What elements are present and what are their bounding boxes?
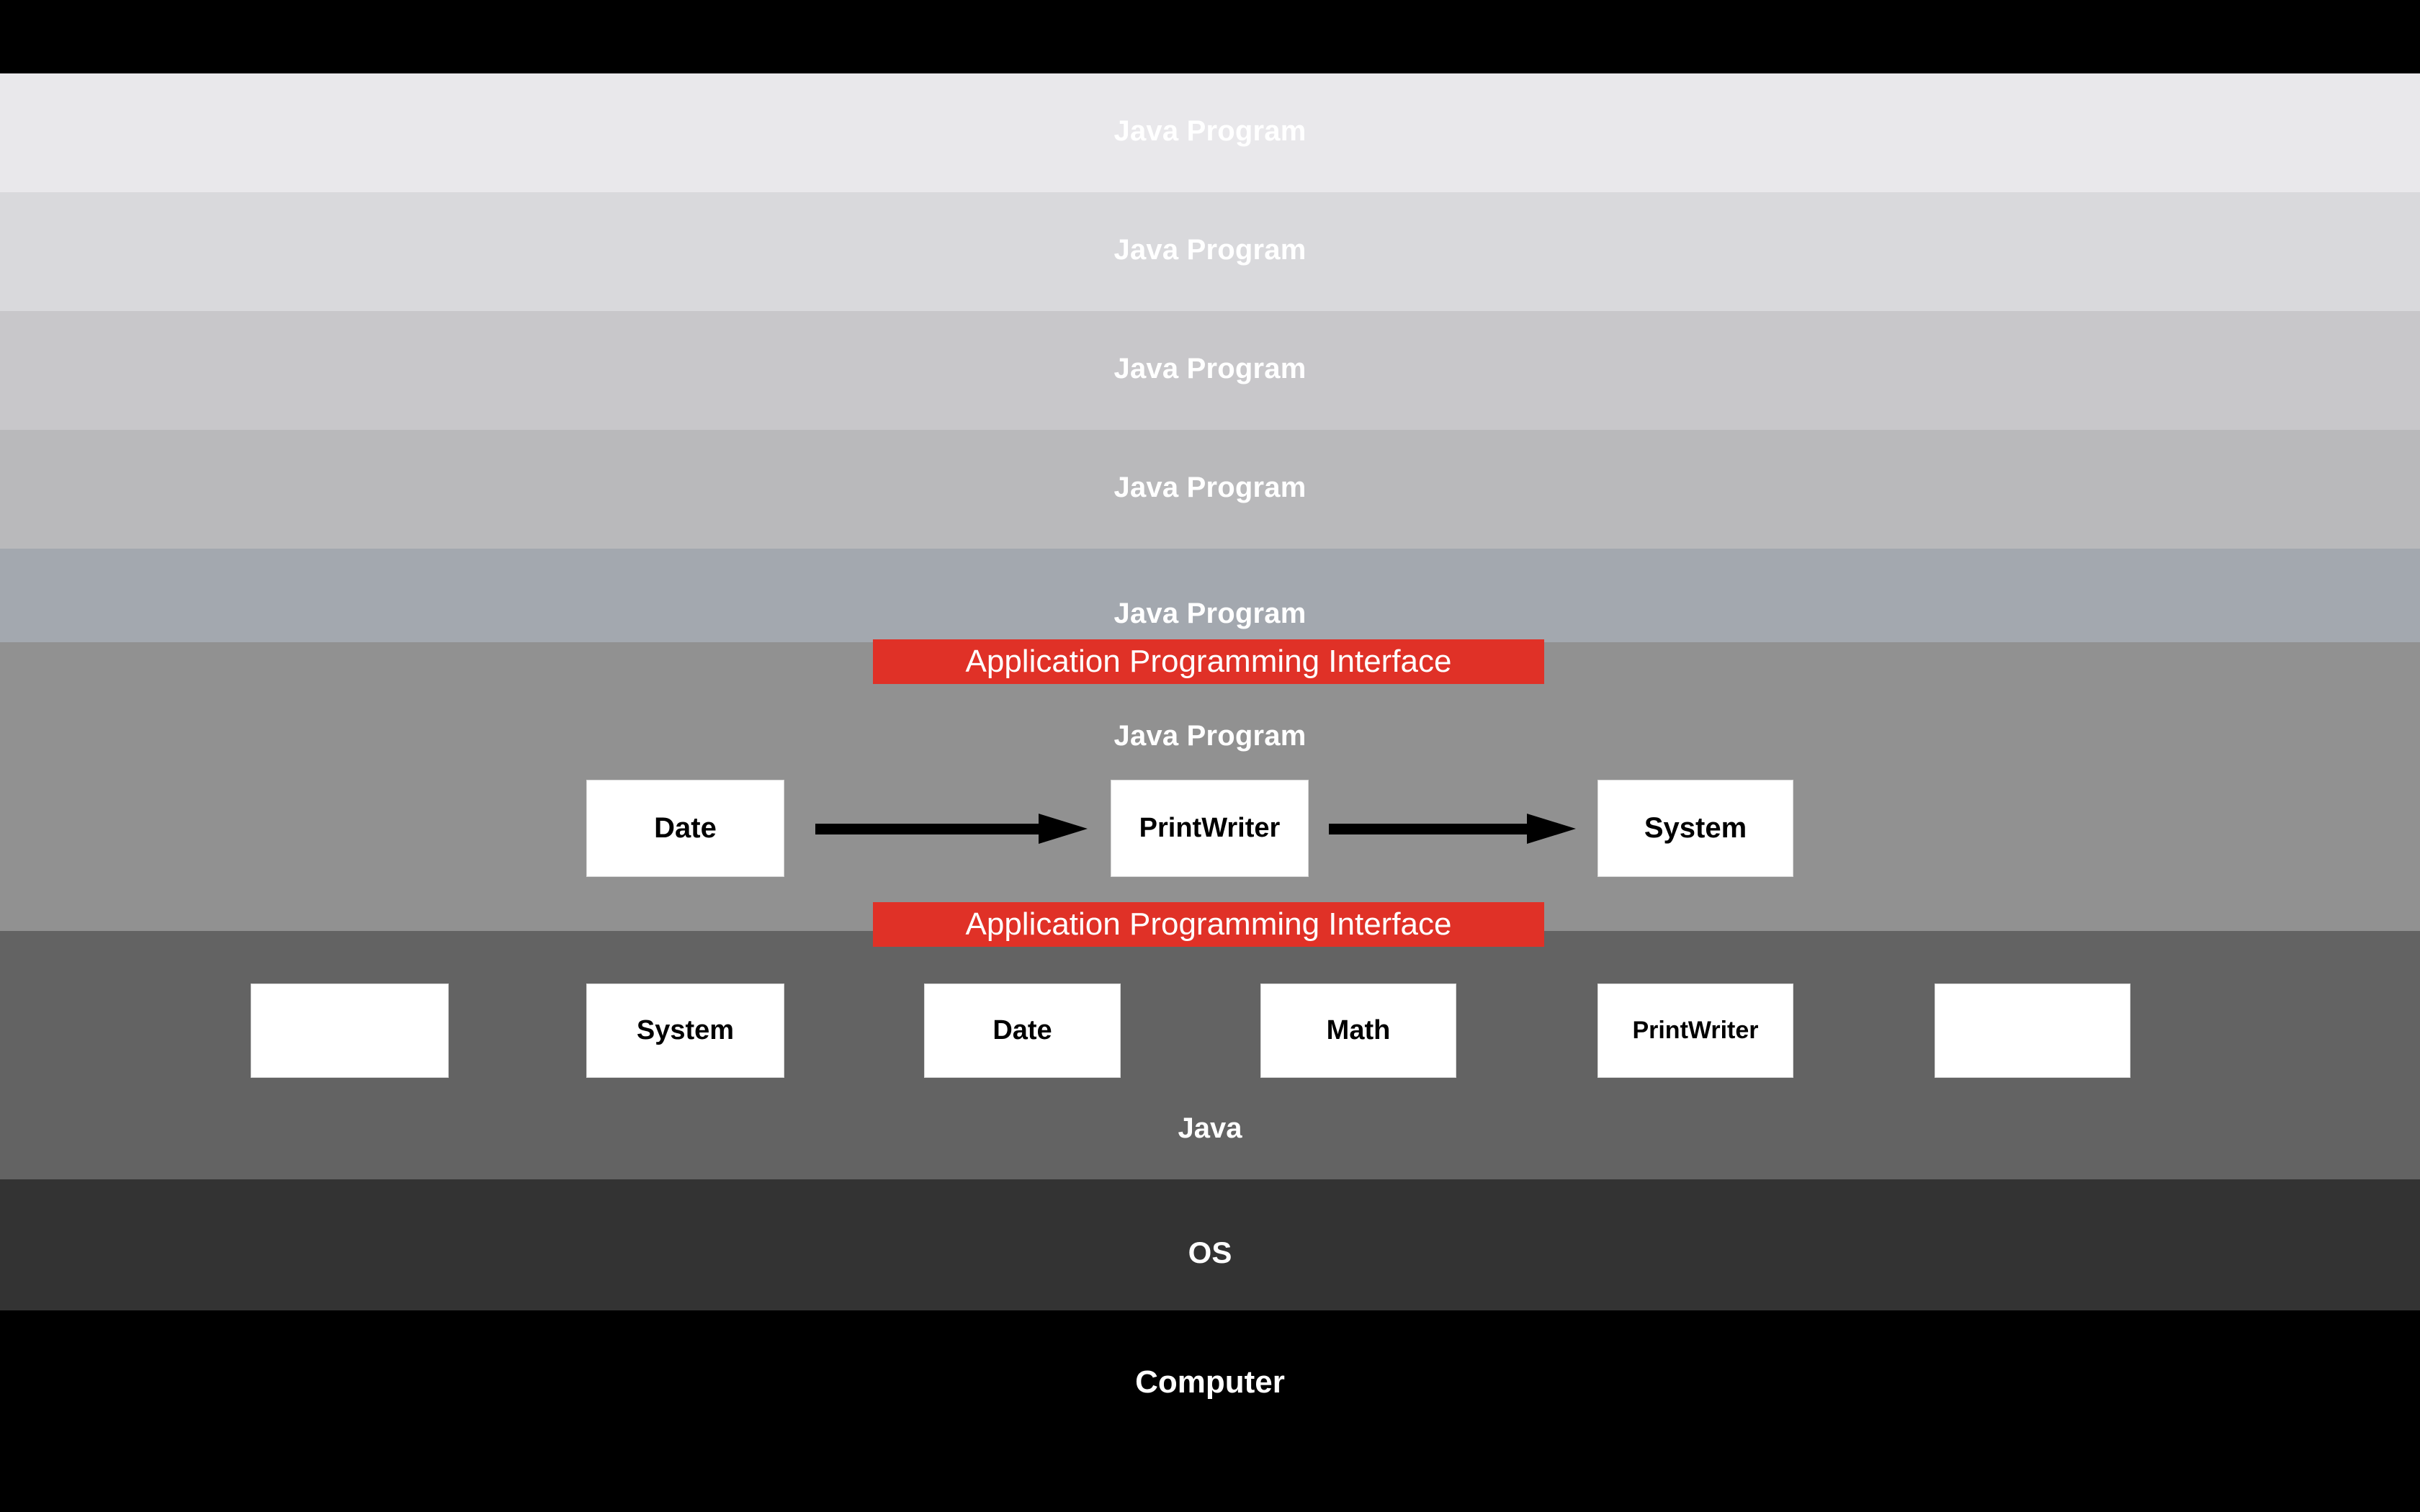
program-band-1-label: Java Program <box>1113 115 1307 147</box>
class-box-printwriter-label: PrintWriter <box>1139 813 1281 843</box>
java-class-box-date[interactable]: Date <box>924 984 1121 1078</box>
java-class-box-printwriter-label: PrintWriter <box>1632 1017 1759 1044</box>
program-band-3 <box>0 311 2420 430</box>
class-box-system[interactable]: System <box>1597 780 1793 877</box>
arrow-date-to-printwriter <box>815 814 1088 844</box>
os-layer <box>0 1179 2420 1310</box>
api-bar-lower-overlay-label: Application Programming Interface <box>965 906 1452 942</box>
java-class-box-system-label: System <box>636 1015 735 1045</box>
program-band-4-label: Java Program <box>1113 472 1307 503</box>
class-box-system-label: System <box>1644 812 1747 844</box>
program-band-1 <box>0 73 2420 192</box>
class-box-date[interactable]: Date <box>586 780 784 877</box>
computer-layer-label: Computer <box>1135 1364 1285 1400</box>
program-band-5 <box>0 549 2420 642</box>
java-class-box-math-label: Math <box>1326 1015 1391 1045</box>
api-band-program-label: Java Program <box>1113 720 1307 752</box>
java-class-box-date-label: Date <box>992 1015 1052 1045</box>
java-class-box-system[interactable]: System <box>586 984 784 1078</box>
java-class-box-printwriter[interactable]: PrintWriter <box>1597 984 1793 1078</box>
api-bar-upper[interactable]: Application Programming Interface <box>873 639 1544 684</box>
computer-layer <box>0 1310 2420 1512</box>
api-bar-upper-label: Application Programming Interface <box>965 644 1452 679</box>
java-layer-label: Java <box>1178 1112 1242 1144</box>
java-class-box-6[interactable] <box>1935 984 2130 1078</box>
program-band-3-label: Java Program <box>1113 353 1307 384</box>
api-bar-lower-overlay[interactable]: Application Programming Interface <box>873 902 1544 947</box>
class-box-date-label: Date <box>654 812 717 844</box>
program-band-4 <box>0 430 2420 549</box>
program-band-5-label: Java Program <box>1113 598 1307 629</box>
arrow-printwriter-to-system <box>1329 814 1576 844</box>
os-layer-label: OS <box>1188 1236 1232 1269</box>
java-class-box-math[interactable]: Math <box>1260 984 1456 1078</box>
program-band-2-label: Java Program <box>1113 234 1307 266</box>
class-box-printwriter[interactable]: PrintWriter <box>1111 780 1309 877</box>
java-class-box-1[interactable] <box>251 984 449 1078</box>
program-band-2 <box>0 192 2420 311</box>
